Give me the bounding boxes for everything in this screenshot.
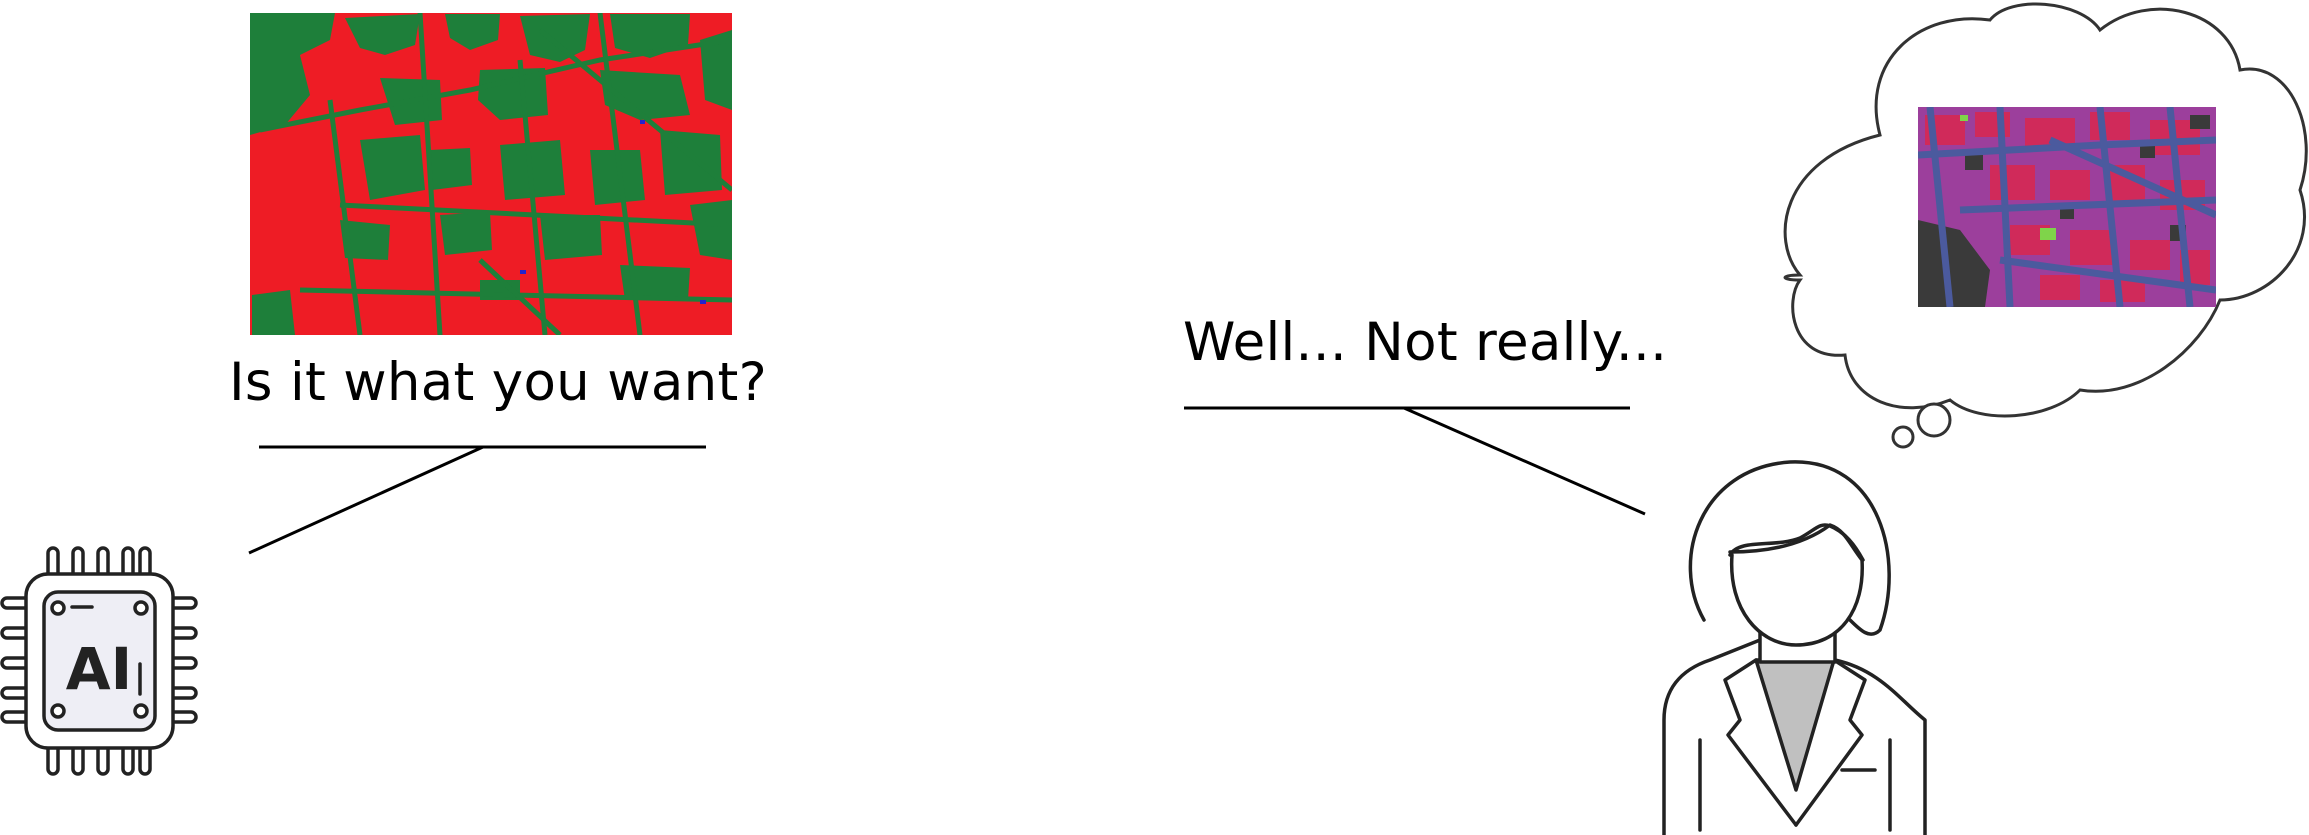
person-speech-pointer [1403, 406, 1646, 516]
avatar-lapel-right [1794, 658, 1867, 827]
person-answer-text: Well... Not really... [1183, 312, 1668, 373]
avatar-bangs [1728, 523, 1865, 562]
prediction-road-lines [259, 13, 732, 335]
prediction-segmentation-map [250, 13, 732, 335]
thought-bubble-large [1916, 402, 1952, 438]
target-segmentation-map [1918, 107, 2216, 307]
ai-chip-icon [0, 546, 198, 776]
target-road-network [1918, 107, 2216, 307]
ai-chip-label: AI [66, 635, 132, 703]
avatar-lapel-left [1723, 658, 1798, 827]
ai-question-text: Is it what you want? [229, 352, 768, 413]
avatar-face [1728, 523, 1864, 647]
woman-avatar-icon [1662, 460, 1927, 835]
thought-bubble-small [1891, 425, 1915, 449]
ai-speech-pointer [248, 445, 484, 555]
target-vegetation [1960, 115, 2056, 240]
prediction-water-marks [520, 120, 706, 304]
